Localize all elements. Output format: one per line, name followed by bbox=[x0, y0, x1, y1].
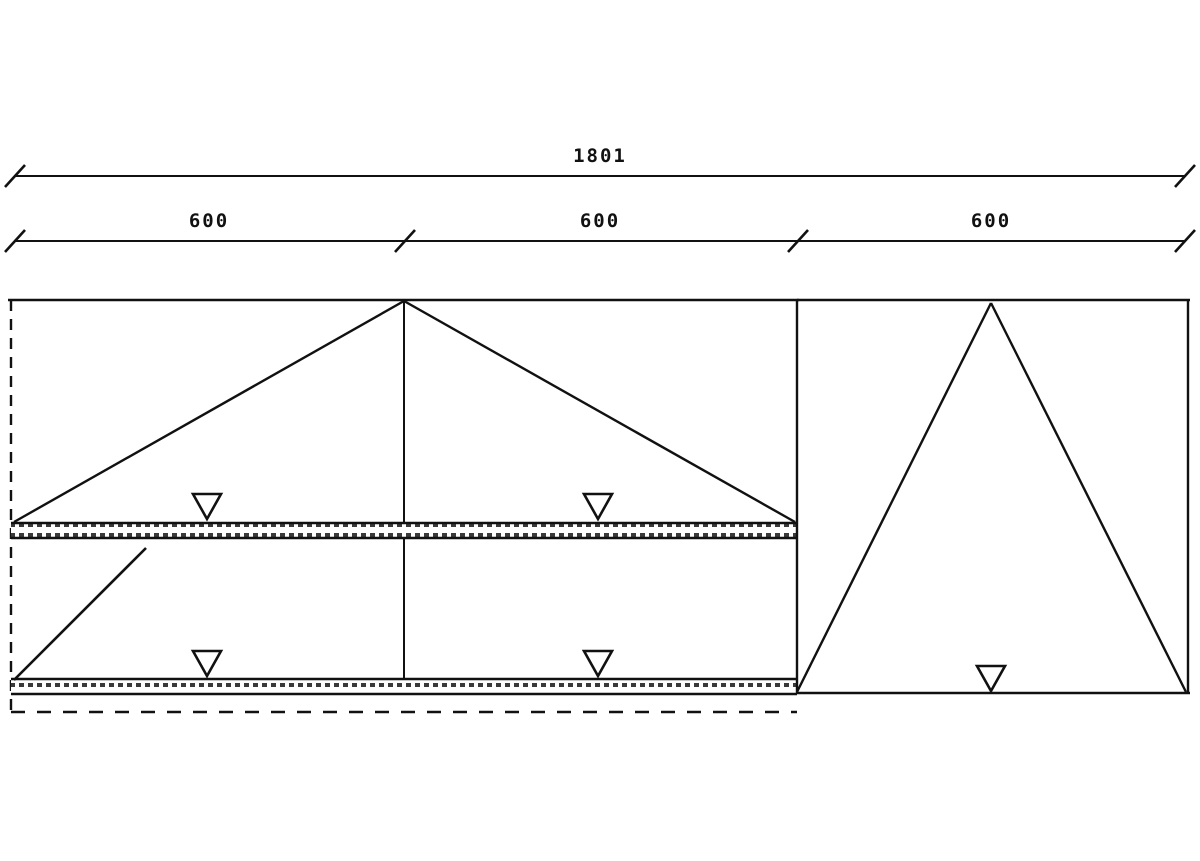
diagonal-brace-line bbox=[13, 547, 147, 681]
segment-tick-2 bbox=[787, 229, 809, 253]
roof-slope-right bbox=[403, 299, 796, 524]
segment-tick-0 bbox=[4, 229, 26, 253]
level-marker-upper-left bbox=[190, 492, 224, 522]
level-marker-upper-right bbox=[581, 492, 615, 522]
right-bay bbox=[795, 298, 1190, 695]
level-marker-right-bay bbox=[974, 664, 1008, 694]
segment-dimension-row: 600 600 600 bbox=[4, 210, 1196, 253]
gable-slope-right bbox=[989, 302, 1188, 693]
overall-dimension-label: 1801 bbox=[573, 145, 627, 167]
level-marker-lower-right bbox=[581, 649, 615, 679]
dimension-tick-right bbox=[1174, 164, 1196, 188]
level-marker-lower-left bbox=[190, 649, 224, 679]
gable-slope-left bbox=[795, 302, 993, 693]
lower-floor-band bbox=[11, 677, 797, 696]
segment-dimension-label-1: 600 bbox=[189, 210, 229, 232]
dimension-block: 1801 600 600 600 bbox=[4, 145, 1196, 253]
upper-floor-band bbox=[11, 521, 797, 540]
roof-slope-left bbox=[13, 299, 405, 524]
segment-tick-1 bbox=[394, 229, 416, 253]
overall-dimension: 1801 bbox=[4, 145, 1196, 188]
segment-dimension-label-3: 600 bbox=[971, 210, 1011, 232]
dimension-tick-left bbox=[4, 164, 26, 188]
lower-band-hatch bbox=[11, 679, 797, 694]
upper-band-hatch bbox=[11, 523, 797, 538]
segment-tick-3 bbox=[1174, 229, 1196, 253]
segment-dimension-label-2: 600 bbox=[580, 210, 620, 232]
left-bay bbox=[8, 298, 799, 714]
